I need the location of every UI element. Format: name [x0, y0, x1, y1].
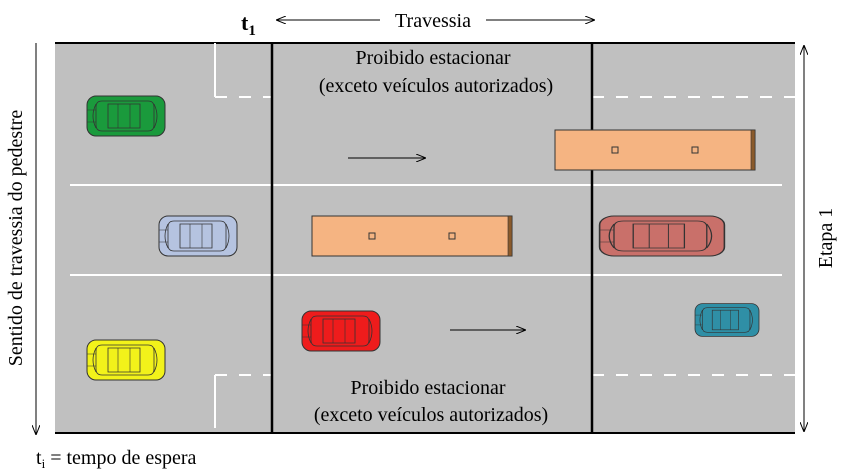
lane-markings	[70, 43, 795, 428]
legend-text: = tempo de espera	[45, 447, 196, 469]
legend-main: t	[36, 447, 42, 469]
legend-sub: i	[42, 456, 46, 471]
teal-car	[694, 303, 760, 337]
red-car	[301, 310, 381, 352]
legend: ti = tempo de espera	[36, 447, 197, 471]
top-sign-line-1: Proibido estacionar	[356, 47, 511, 69]
bottom-sign-line-2: (exceto veículos autorizados)	[314, 404, 548, 426]
bus	[554, 129, 756, 171]
time-label-main: t	[241, 10, 249, 35]
time-label-sub: 1	[248, 23, 256, 39]
bottom-sign-line-1: Proibido estacionar	[351, 377, 506, 399]
time-label: t1	[241, 10, 256, 39]
stage-label: Etapa 1	[815, 208, 837, 269]
salmon-car	[598, 215, 726, 257]
green-car	[86, 95, 166, 137]
top-sign-line-2: (exceto veículos autorizados)	[319, 75, 553, 97]
light-blue-car	[158, 215, 238, 257]
bus	[311, 215, 513, 257]
crossing-label: Travessia	[395, 10, 471, 32]
yellow-car	[86, 339, 166, 381]
pedestrian-direction-label: Sentido de travessia do pedestre	[5, 110, 27, 367]
